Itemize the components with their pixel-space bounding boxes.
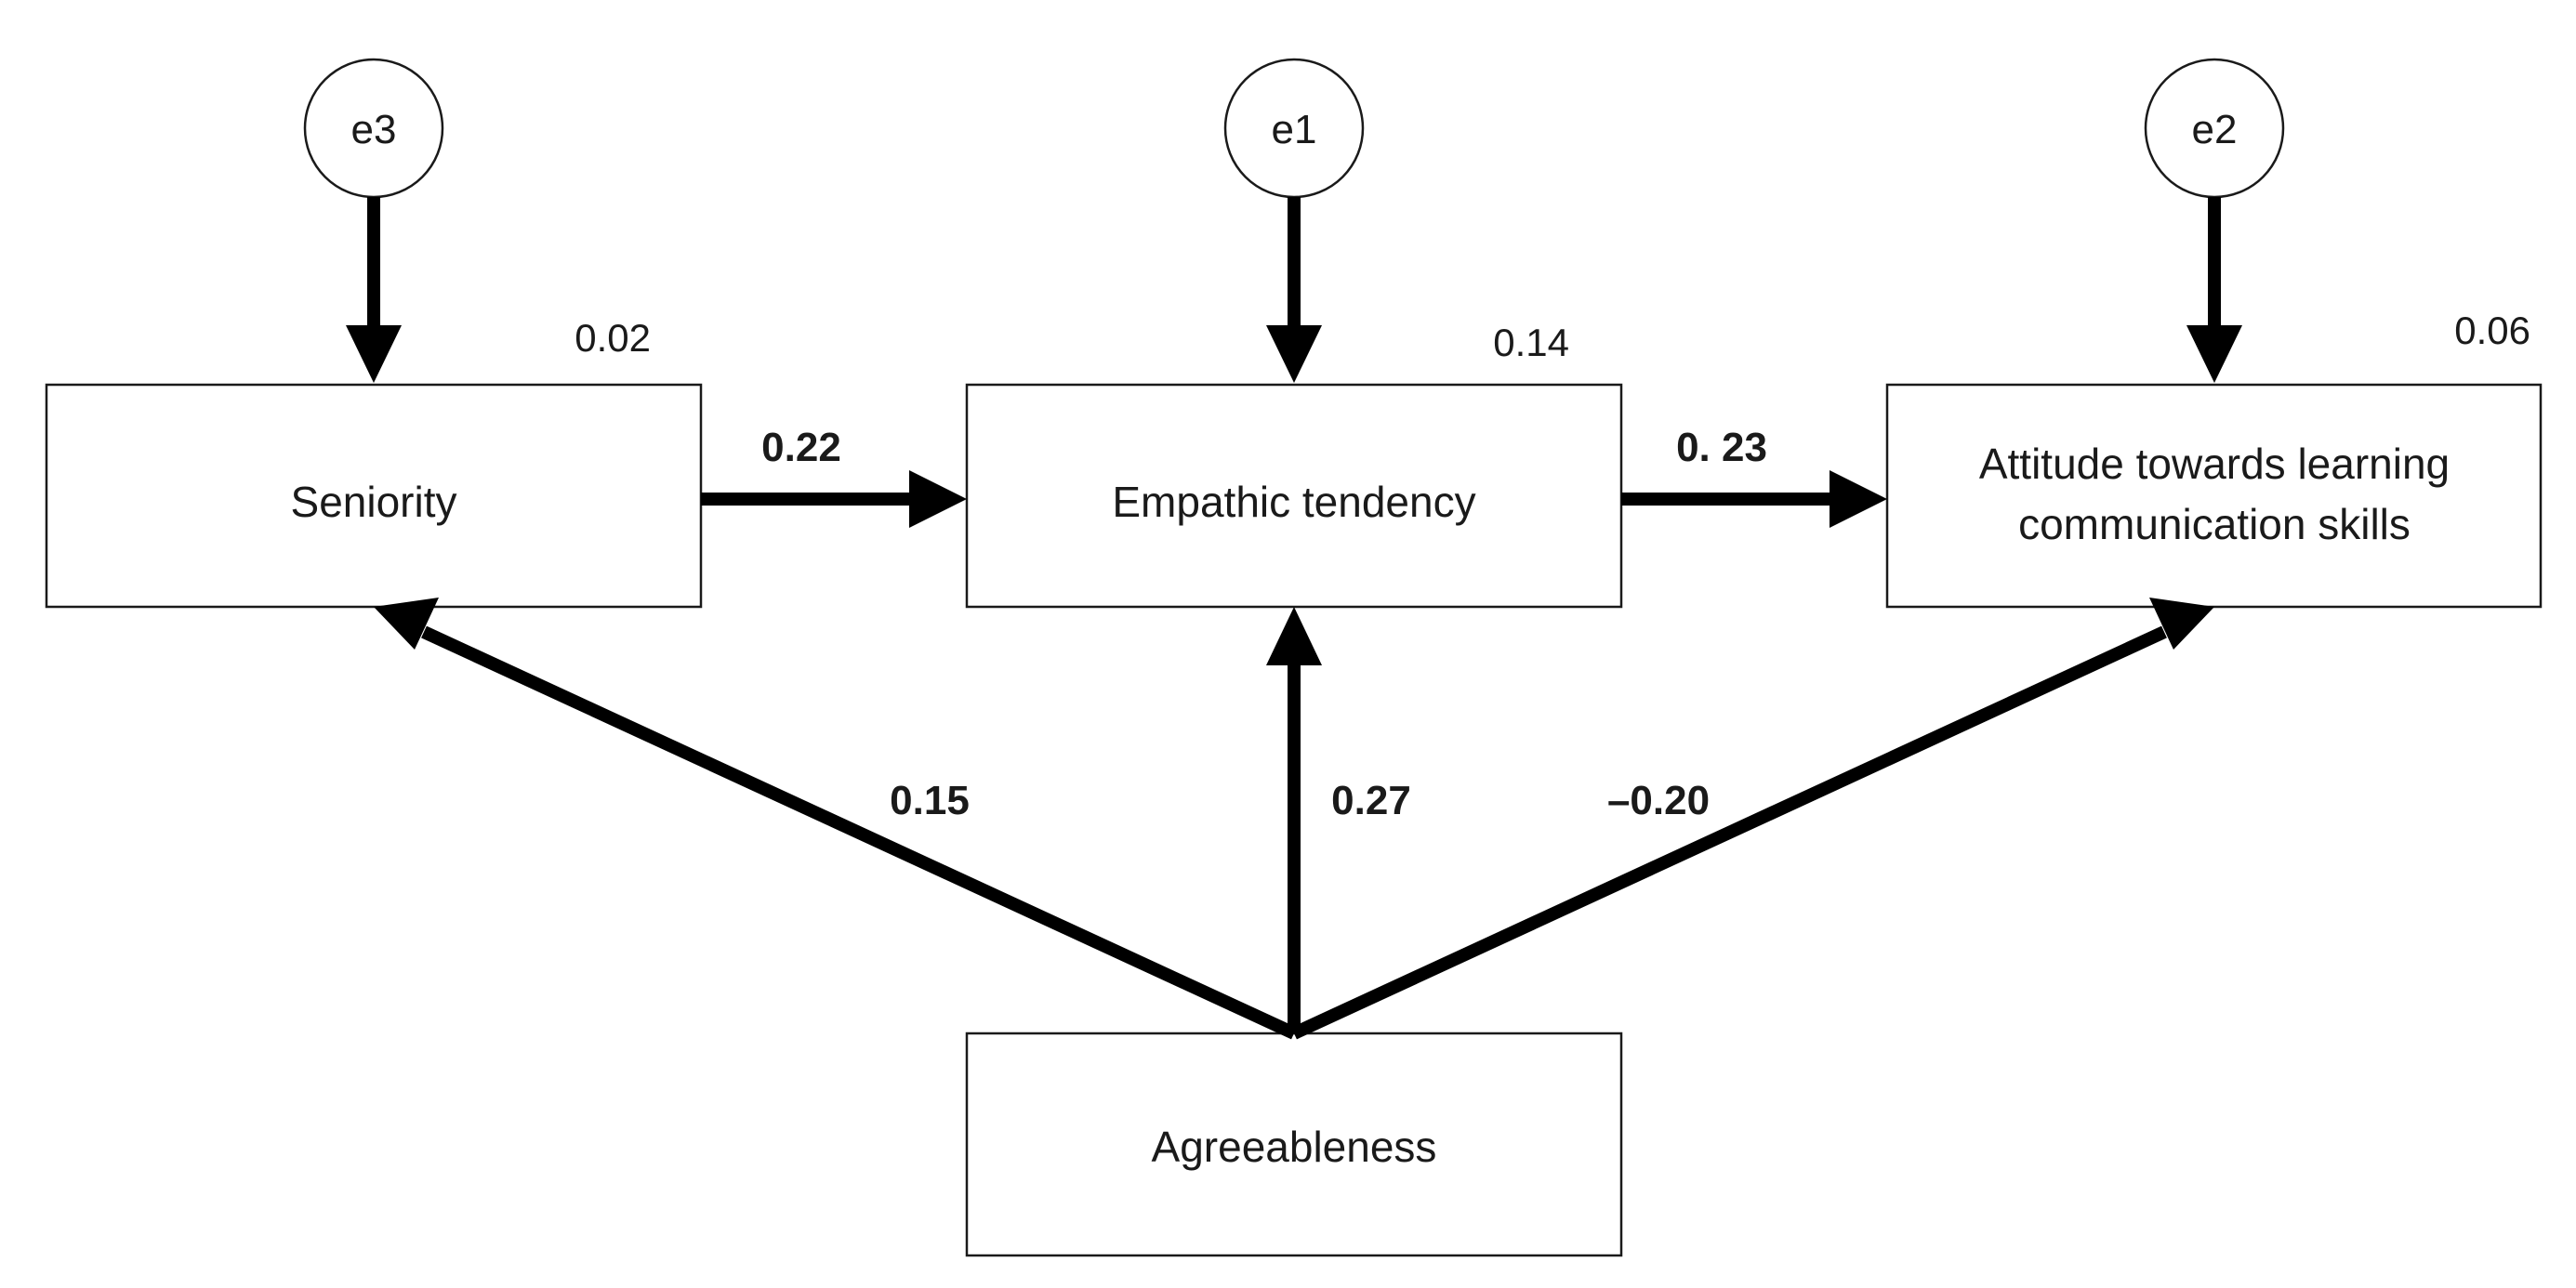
path-agree-to-seniority-head <box>374 598 439 650</box>
path-agree-to-attitude-head <box>2149 598 2214 650</box>
path-agree-to-attitude-shaft <box>1291 625 2167 1040</box>
node-empathy-box <box>965 383 1623 609</box>
node-empathy: Empathic tendency <box>965 383 1623 609</box>
error-arrow-e2-head <box>2186 325 2242 383</box>
node-seniority-box <box>45 383 703 609</box>
r2-empathy: 0.14 <box>1493 321 1569 364</box>
node-attitude: Attitude towards learning communication … <box>1885 383 2543 609</box>
node-agreeableness: Agreeableness <box>965 1032 1623 1257</box>
error-arrow-e3-head <box>346 325 402 383</box>
node-attitude-label-line1: Attitude towards learning <box>1979 440 2450 488</box>
path-agree-to-seniority <box>374 598 1297 1040</box>
node-attitude-box <box>1885 383 2543 609</box>
error-e1: e1 <box>1223 58 1365 199</box>
node-attitude-label-line2: communication skills <box>2018 500 2411 548</box>
error-e1-label: e1 <box>1272 107 1317 152</box>
error-arrow-e1-head <box>1266 325 1322 383</box>
path-agree-to-attitude <box>1291 598 2214 1040</box>
coef-empathy-to-attitude: 0. 23 <box>1676 425 1767 470</box>
coef-agree-to-empathy: 0.27 <box>1331 778 1411 823</box>
node-empathy-label: Empathic tendency <box>1112 478 1475 526</box>
error-arrow-e1 <box>1266 197 1322 383</box>
error-e2: e2 <box>2144 58 2285 199</box>
r2-seniority: 0.02 <box>575 316 651 360</box>
error-e3: e3 <box>303 58 444 199</box>
path-seniority-to-empathy <box>701 470 967 528</box>
node-seniority-label: Seniority <box>291 478 457 526</box>
error-e3-label: e3 <box>351 107 397 152</box>
r2-attitude: 0.06 <box>2454 309 2530 352</box>
error-arrow-e3 <box>346 197 402 383</box>
path-agree-to-empathy-head <box>1266 607 1322 665</box>
error-arrow-e2 <box>2186 197 2242 383</box>
coef-seniority-to-empathy: 0.22 <box>761 425 841 470</box>
path-empathy-to-attitude-head <box>1830 470 1887 528</box>
path-agree-to-seniority-shaft <box>421 625 1297 1040</box>
error-e2-label: e2 <box>2192 107 2238 152</box>
coef-agree-to-seniority: 0.15 <box>890 778 970 823</box>
path-agree-to-empathy <box>1266 607 1322 1033</box>
node-agreeableness-label: Agreeableness <box>1152 1123 1437 1171</box>
path-empathy-to-attitude <box>1621 470 1887 528</box>
path-seniority-to-empathy-head <box>909 470 967 528</box>
coef-agree-to-attitude: –0.20 <box>1607 778 1710 823</box>
node-seniority: Seniority <box>45 383 703 609</box>
